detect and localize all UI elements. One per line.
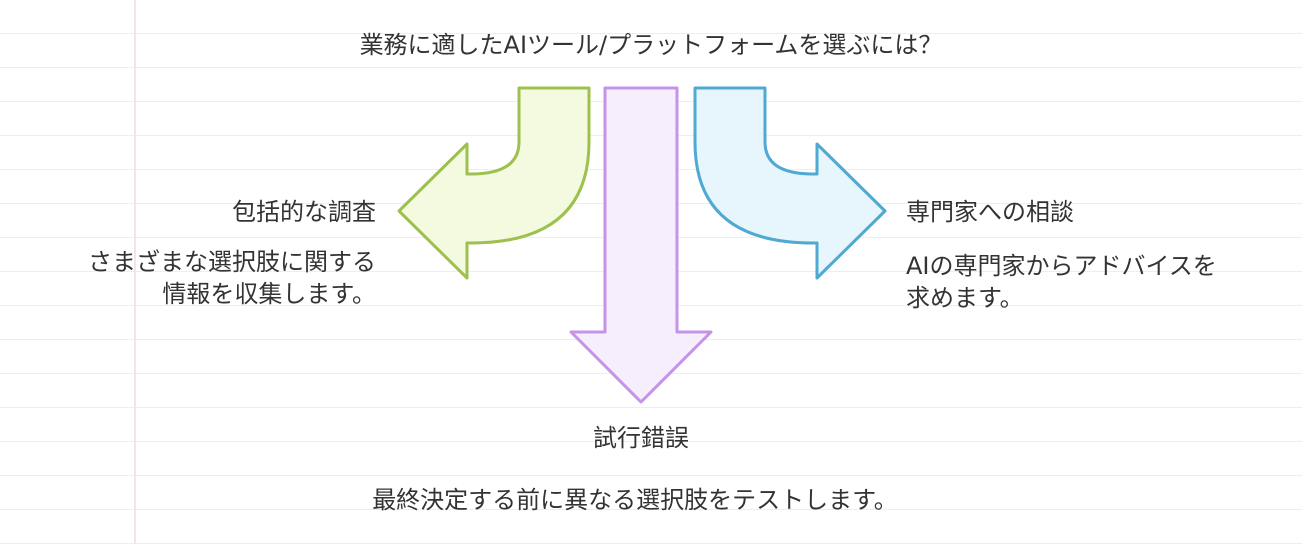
description-line: AIの専門家からアドバイスを [906, 252, 1217, 280]
right-curved-arrow [693, 86, 887, 280]
description-line: 求めます。 [906, 284, 1024, 312]
option-desc-expert: AIの専門家からアドバイスを求めます。 [906, 250, 1296, 314]
option-desc-research: さまざまな選択肢に関する情報を収集します。 [88, 246, 376, 310]
option-title-research: 包括的な調査 [232, 198, 376, 226]
notebook-margin-line [134, 0, 136, 544]
option-desc-trial: 最終決定する前に異なる選択肢をテストします。 [372, 486, 898, 514]
description-line: さまざまな選択肢に関する [88, 248, 376, 276]
diagram-question: 業務に適したAIツール/プラットフォームを選ぶには？ [359, 31, 943, 59]
option-title-expert: 専門家への相談 [906, 198, 1074, 226]
option-title-trial: 試行錯誤 [593, 424, 689, 452]
center-down-arrow [569, 86, 713, 404]
description-line: 情報を収集します。 [162, 280, 376, 308]
left-curved-arrow [397, 86, 591, 280]
